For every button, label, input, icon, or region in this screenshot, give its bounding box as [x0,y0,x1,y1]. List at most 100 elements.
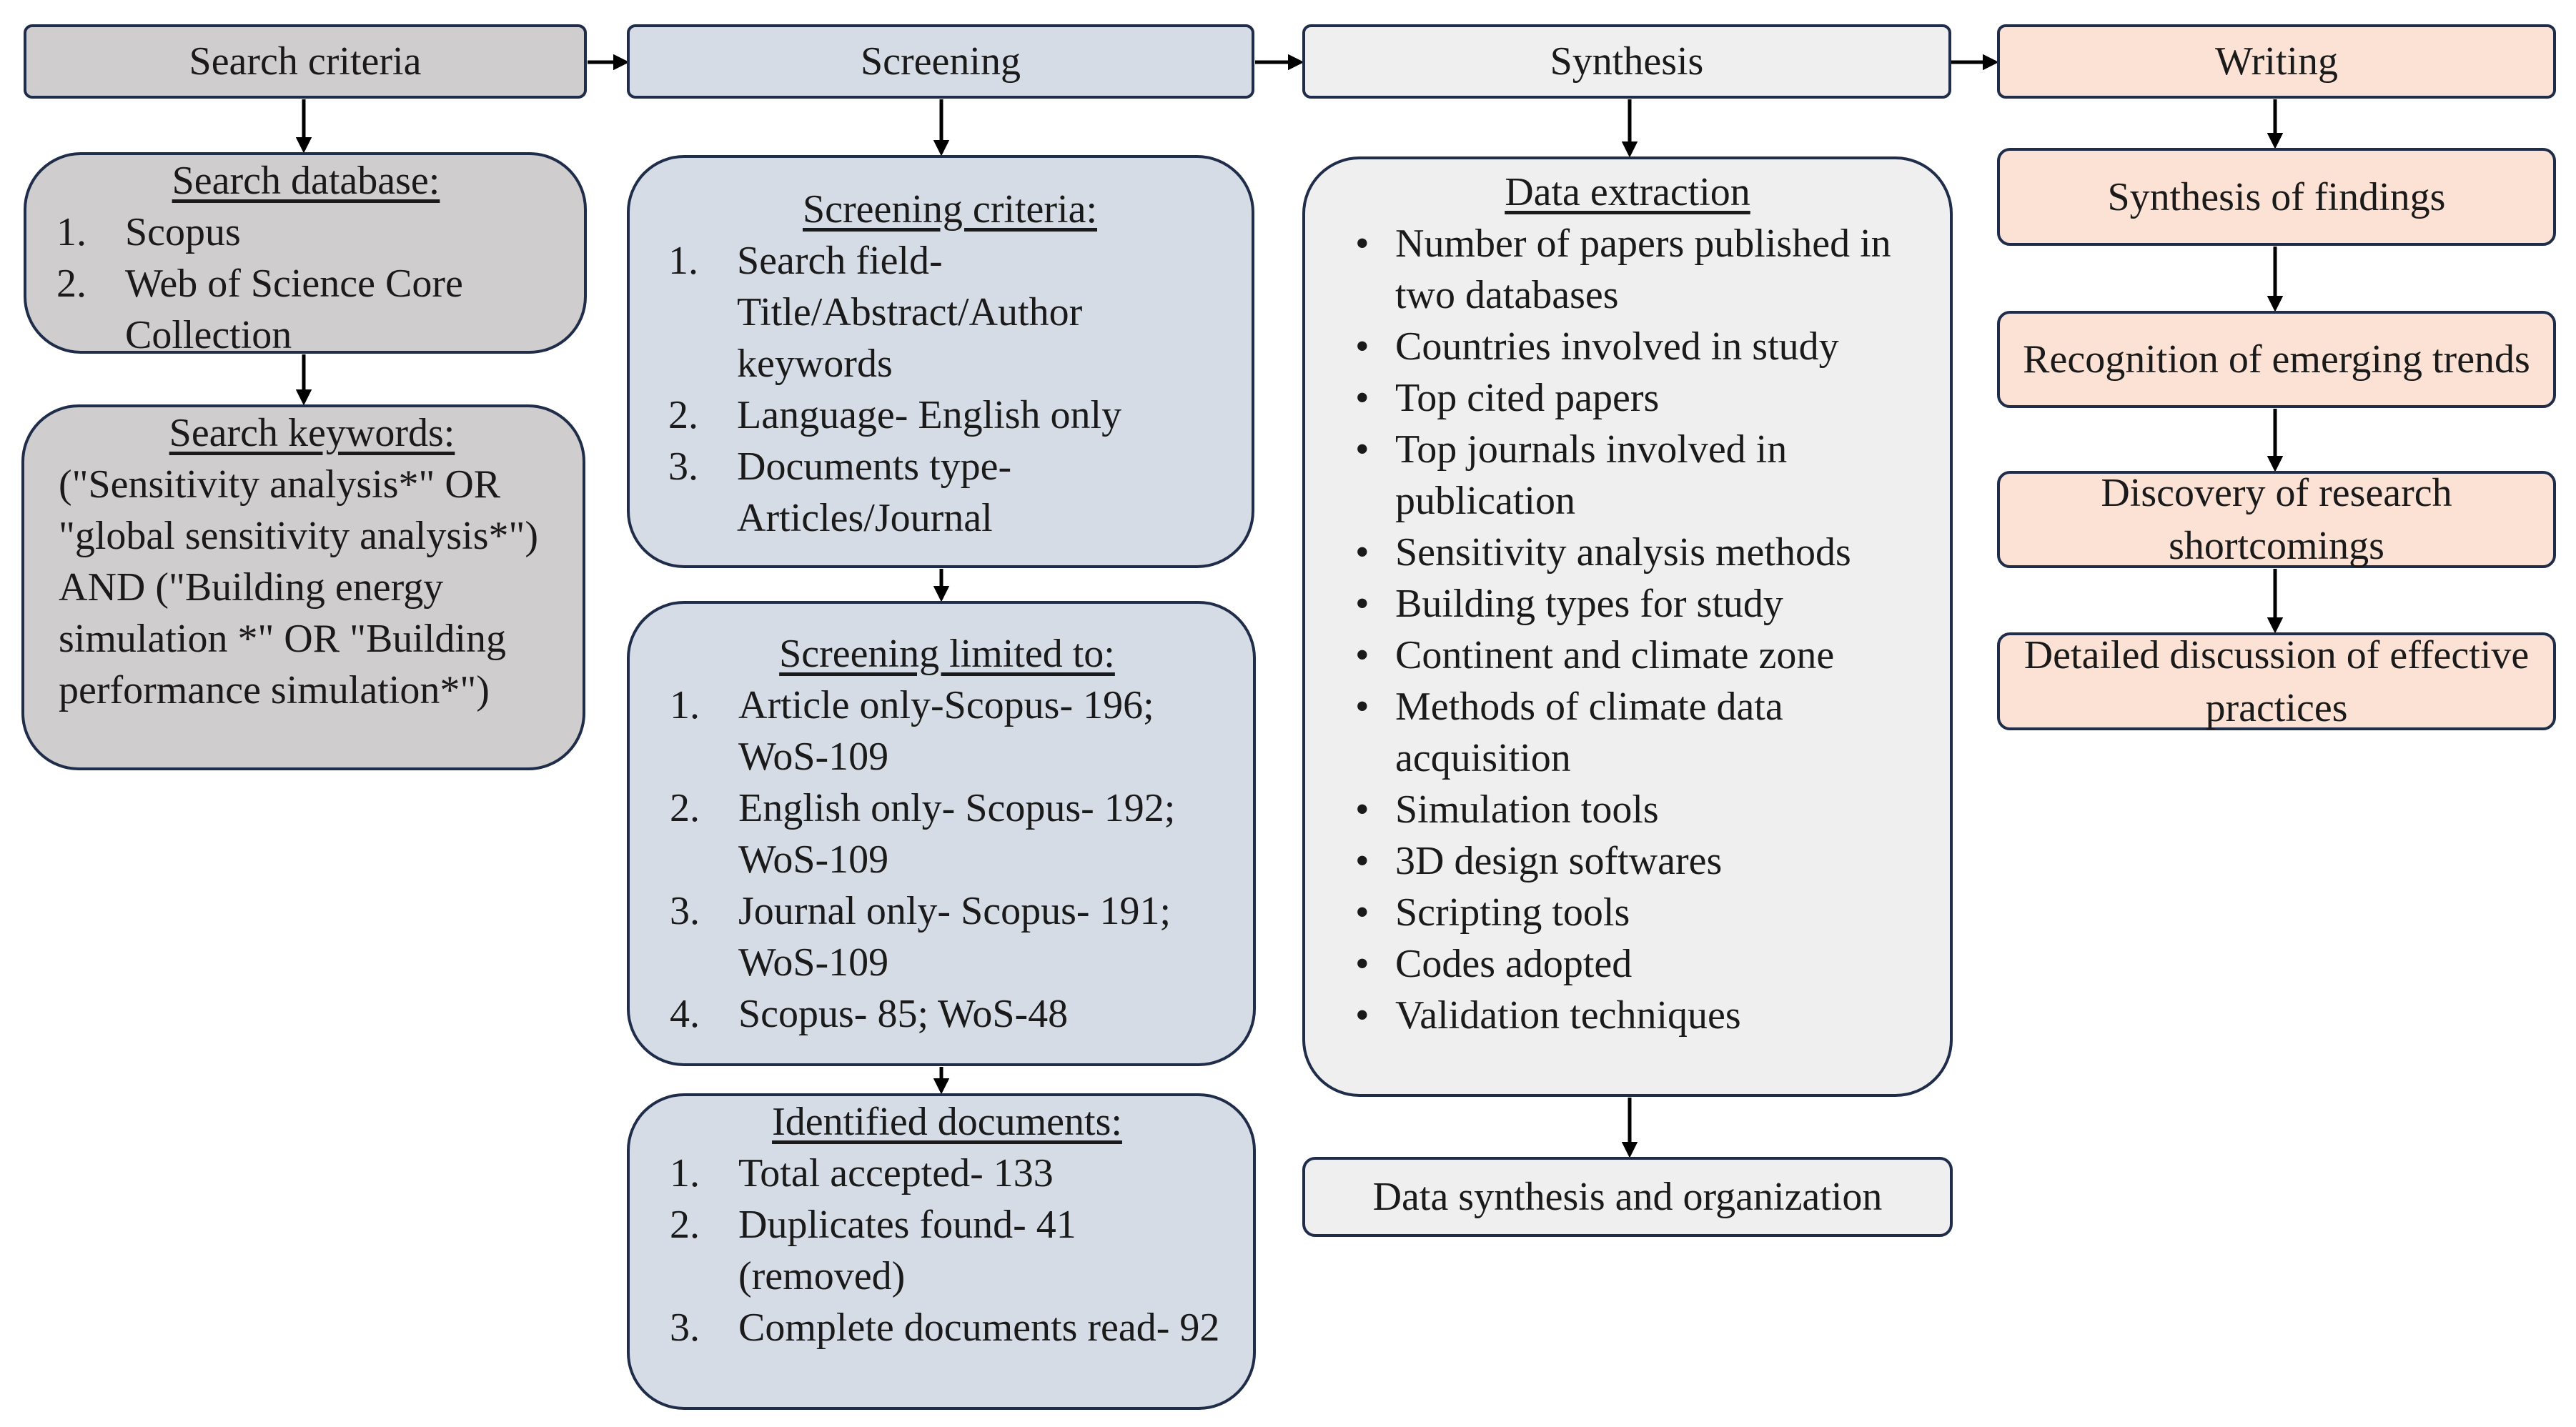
list-item: 2. Duplicates found- 41 (removed) [670,1199,1224,1302]
writing-findings-label: Synthesis of findings [2107,174,2446,219]
list-item: 4. Scopus- 85; WoS-48 [670,988,1224,1040]
identified-documents-title: Identified documents: [772,1100,1122,1144]
data-extraction-title: Data extraction [1505,170,1750,214]
writing-practices-label: Detailed discussion of effective practic… [2023,632,2530,730]
search-database-title: Search database: [172,159,440,203]
search-keywords-box: Search keywords: ("Sensitivity analysis*… [21,404,585,770]
list-text: 3D design softwares [1395,839,1723,883]
list-item: • Simulation tools [1334,784,1921,835]
bullet: • [1355,376,1369,420]
list-item: 3. Complete documents read- 92 [670,1302,1224,1353]
list-text: Methods of climate data acquisition [1395,685,1783,780]
identified-documents-list: 1. Total accepted- 133 2. Duplicates fou… [670,1148,1224,1353]
list-item: 1. Search field- Title/Abstract/Author k… [668,235,1232,389]
list-item: 2. Web of Science Core Collection [56,258,555,361]
list-text: Countries involved in study [1395,324,1839,369]
list-marker: 3. [670,889,700,933]
list-text: Journal only- Scopus- 191; WoS-109 [738,889,1171,985]
list-item: • Scripting tools [1334,887,1921,938]
list-text: Scopus- 85; WoS-48 [738,992,1069,1036]
list-marker: 3. [670,1306,700,1350]
list-text: Codes adopted [1395,942,1633,986]
list-item: • Continent and climate zone [1334,630,1921,681]
list-item: 3. Documents type- Articles/Journal [668,441,1232,544]
writing-trends-box: Recognition of emerging trends [1997,311,2556,408]
screening-criteria-title: Screening criteria: [802,187,1097,232]
data-extraction-list: • Number of papers published in two datab… [1334,218,1921,1041]
list-text: Continent and climate zone [1395,633,1835,677]
list-marker: 3. [668,444,698,489]
stage-writing-label: Writing [2215,39,2338,84]
bullet: • [1355,839,1369,883]
bullet: • [1355,787,1369,832]
list-text: Scopus [125,210,241,254]
list-text: Scripting tools [1395,890,1630,935]
list-text: Simulation tools [1395,787,1659,832]
screening-criteria-box: Screening criteria: 1. Search field- Tit… [627,155,1254,568]
bullet: • [1355,685,1369,729]
stage-synthesis: Synthesis [1302,24,1951,99]
search-keywords-title: Search keywords: [169,411,455,455]
screening-limited-box: Screening limited to: 1. Article only-Sc… [627,601,1256,1066]
list-text: Documents type- Articles/Journal [737,444,1012,540]
list-item: •Top journals involved in publication [1334,424,1921,527]
list-item: 1. Article only-Scopus- 196; WoS-109 [670,680,1224,782]
list-text: Validation techniques [1395,993,1741,1038]
writing-shortcomings-box: Discovery of research shortcomings [1997,471,2556,568]
list-text: Language- English only [737,393,1122,437]
list-item: • Methods of climate data acquisition [1334,681,1921,784]
list-text: Web of Science Core Collection [125,262,463,357]
bullet: • [1355,942,1369,986]
bullet: • [1355,633,1369,677]
stage-screening: Screening [627,24,1254,99]
list-item: • Validation techniques [1334,990,1921,1041]
bullet: • [1355,993,1369,1038]
search-database-box: Search database: 1. Scopus 2. Web of Sci… [24,152,587,357]
list-text: Article only-Scopus- 196; WoS-109 [738,683,1154,779]
screening-criteria-list: 1. Search field- Title/Abstract/Author k… [668,235,1232,544]
bullet: • [1355,890,1369,935]
bullet: • [1355,222,1369,266]
search-keywords-text: ("Sensitivity analysis*" OR "global sens… [59,462,538,712]
list-marker: 2. [56,262,86,306]
list-text: Sensitivity analysis methods [1395,530,1851,575]
writing-practices-box: Detailed discussion of effective practic… [1997,632,2556,730]
bullet: • [1355,582,1369,626]
list-marker: 1. [56,210,86,254]
list-item: • Building types for study [1334,578,1921,630]
data-extraction-box: Data extraction • Number of papers publis… [1302,156,1953,1097]
list-marker: 1. [670,1151,700,1195]
list-item: 3. Journal only- Scopus- 191; WoS-109 [670,885,1224,988]
list-marker: 2. [668,393,698,437]
list-item: • Number of papers published in two datab… [1334,218,1921,321]
list-item: 2. English only- Scopus- 192; WoS-109 [670,782,1224,885]
list-item: • Top cited papers [1334,372,1921,424]
bullet: • [1355,324,1369,369]
screening-limited-list: 1. Article only-Scopus- 196; WoS-109 2. … [670,680,1224,1040]
search-database-list: 1. Scopus 2. Web of Science Core Collect… [56,207,555,361]
list-item: 1. Total accepted- 133 [670,1148,1224,1199]
list-marker: 2. [670,1203,700,1247]
stage-search-criteria-label: Search criteria [189,39,422,84]
data-synthesis-box: Data synthesis and organization [1302,1157,1953,1237]
list-marker: 1. [670,683,700,727]
list-text: Top journals involved in publication [1395,427,1788,523]
list-text: Search field- Title/Abstract/Author keyw… [737,239,1083,386]
data-synthesis-label: Data synthesis and organization [1372,1175,1883,1219]
list-text: Building types for study [1395,582,1783,626]
list-item: • Codes adopted [1334,938,1921,990]
list-item: •Sensitivity analysis methods [1334,527,1921,578]
list-text: Number of papers published in two databa… [1395,222,1891,317]
list-text: Total accepted- 133 [738,1151,1054,1195]
stage-search-criteria: Search criteria [24,24,587,99]
list-text: English only- Scopus- 192; WoS-109 [738,786,1176,882]
list-marker: 1. [668,239,698,283]
list-item: 1. Scopus [56,207,555,258]
writing-shortcomings-label: Discovery of research shortcomings [2101,471,2452,568]
screening-limited-title: Screening limited to: [779,632,1115,676]
list-text: Top cited papers [1395,376,1660,420]
list-marker: 4. [670,992,700,1036]
writing-findings-box: Synthesis of findings [1997,148,2556,246]
list-text: Complete documents read- 92 [738,1306,1220,1350]
